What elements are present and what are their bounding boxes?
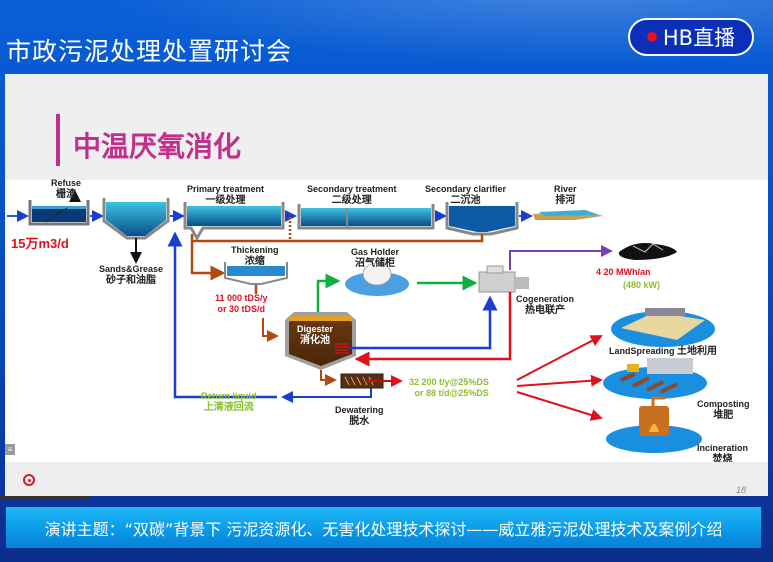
primary-tank — [183, 202, 285, 241]
slide-page-number: 18 — [736, 485, 747, 495]
flow-rate-label: 15万m3/d — [11, 236, 69, 251]
menu-icon[interactable]: ≡ — [5, 444, 15, 455]
live-dot-icon — [646, 32, 657, 42]
credit-strip — [0, 496, 90, 500]
thickener-tank — [224, 262, 288, 285]
event-title: 市政污泥处理处置研讨会 — [6, 37, 293, 66]
composting-icon — [603, 358, 707, 399]
clarifier-tank — [445, 202, 519, 236]
slide-header — [5, 74, 768, 180]
digester-icon — [285, 312, 356, 370]
slide-title: 中温厌氧消化 — [73, 130, 242, 163]
slide-footer — [5, 462, 768, 496]
aeration-tank — [297, 204, 435, 230]
incineration-icon — [606, 396, 702, 453]
company-logo-icon — [23, 474, 35, 486]
live-badge[interactable]: HB直播 — [628, 18, 754, 56]
gas-holder-icon — [345, 262, 409, 296]
land-spreading-label: LandSpreading 土地利用 — [609, 346, 718, 357]
grit-chamber — [102, 198, 170, 240]
energy-output-label: 4 20 MWh/an — [596, 267, 651, 277]
power-icon — [618, 243, 677, 260]
process-diagram — [7, 190, 715, 453]
presentation-slide: 中温厌氧消化 — [5, 74, 768, 496]
land-spreading-icon — [611, 308, 715, 347]
topic-banner: 演讲主题：“双碳”背景下 污泥资源化、无害化处理技术探讨——威立雅污泥处理技术及… — [6, 507, 761, 548]
topic-text: 演讲主题：“双碳”背景下 污泥资源化、无害化处理技术探讨——威立雅污泥处理技术及… — [44, 519, 723, 539]
live-badge-label: HB直播 — [662, 26, 736, 50]
power-output-label: (480 kW) — [623, 280, 661, 290]
screen-tank — [28, 200, 90, 226]
title-accent-bar — [56, 114, 60, 166]
cogeneration-icon — [478, 265, 529, 293]
